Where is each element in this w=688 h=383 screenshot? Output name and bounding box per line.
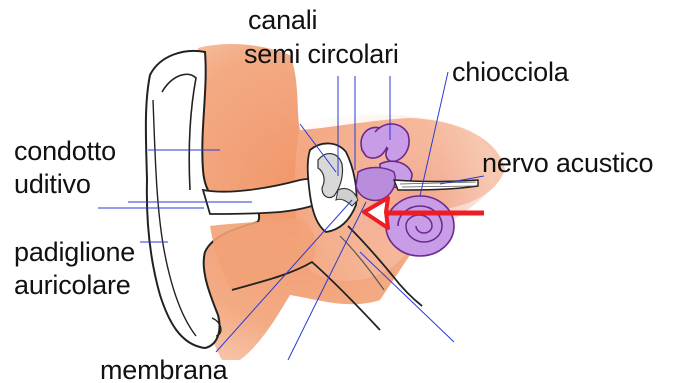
label-membrana: membrana [100,355,227,383]
label-nervo-acustico: nervo acustico [482,148,653,179]
label-canali: canali [248,5,317,36]
label-padiglione: padiglione [14,237,135,268]
label-chiocciola: chiocciola [452,57,569,88]
label-uditivo: uditivo [14,169,91,200]
label-auricolare: auricolare [14,270,131,301]
label-condotto: condotto [14,136,116,167]
cochlea [386,196,454,256]
label-semi-circolari: semi circolari [244,39,399,70]
